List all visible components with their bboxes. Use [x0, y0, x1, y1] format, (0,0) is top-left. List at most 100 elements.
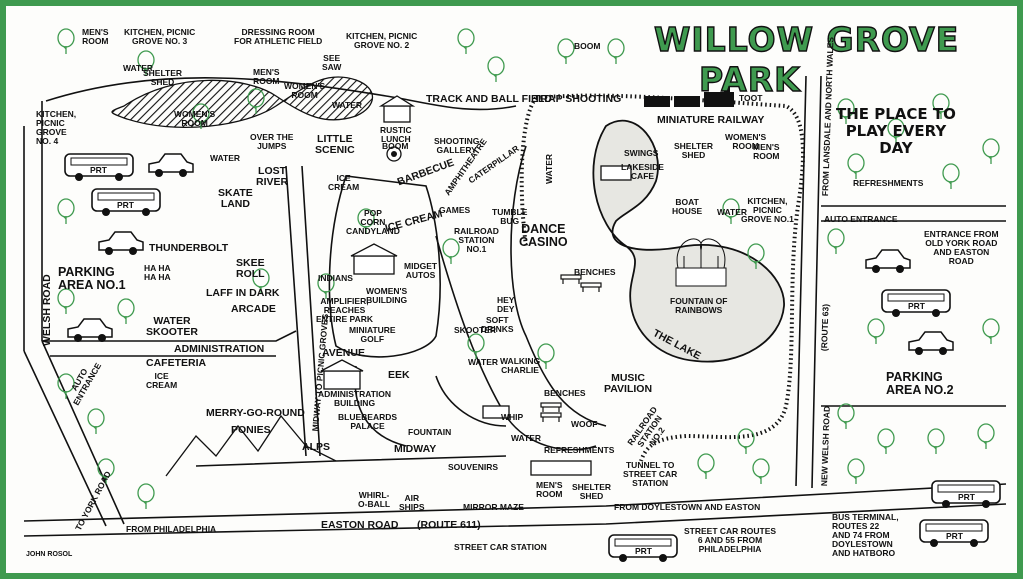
see-saw: SEE SAW	[322, 53, 342, 72]
boom-1: BOOM	[574, 41, 601, 51]
bus-label: PRT	[946, 531, 963, 541]
map-title-line2: PARK	[698, 59, 801, 99]
whirl-o-ball: WHIRL- O-BALL	[358, 490, 391, 509]
mens-room-top-left: MEN'S ROOM	[82, 27, 109, 46]
merry-go-round: MERRY-GO-ROUND	[206, 407, 305, 419]
mens-room-4: MEN'S ROOM	[536, 480, 563, 499]
water-3: WATER	[210, 153, 241, 163]
tagline: THE PLACE TO PLAY EVERY DAY	[836, 105, 956, 157]
amplifier: AMPLIFIER, REACHES ENTIRE PARK	[316, 296, 373, 324]
bus-label: PRT	[117, 200, 134, 210]
from-philadelphia-label: FROM PHILADELPHIA	[126, 524, 217, 534]
miniature-railway: MINIATURE RAILWAY	[657, 114, 765, 126]
welsh-road-label: WELSH ROAD	[41, 274, 53, 346]
skooter: SKOOTER	[454, 325, 497, 335]
whip: WHIP	[501, 412, 524, 422]
womens-room-2: WOMEN'S ROOM	[174, 109, 216, 128]
lost-river: LOST RIVER	[256, 165, 289, 188]
indians: INDIANS	[318, 273, 353, 283]
tunnel-label: TUNNEL TO STREET CAR STATION	[623, 460, 678, 488]
music-pavilion: MUSIC PAVILION	[604, 372, 653, 395]
entrance-old-york-label: ENTRANCE FROM OLD YORK ROAD AND EASTON R…	[924, 229, 999, 266]
water-6: WATER	[511, 433, 542, 443]
administration-avenue-label: ADMINISTRATION	[174, 343, 265, 355]
alps: ALPS	[302, 441, 331, 453]
benches-2: BENCHES	[544, 388, 586, 398]
parking-area-1: PARKING AREA NO.1	[58, 265, 126, 292]
mirror-maze: MIRROR MAZE	[463, 502, 524, 512]
kitchen-grove-2: KITCHEN, PICNIC GROVE NO. 2	[346, 31, 418, 50]
shooting-gallery: SHOOTING GALLERY	[434, 136, 480, 155]
midget-autos: MIDGET AUTOS	[404, 261, 438, 280]
ha-ha: HA HA HA HA	[144, 263, 171, 282]
thunderbolt: THUNDERBOLT	[149, 242, 229, 254]
avenue-label: AVENUE	[322, 347, 365, 359]
water-1: WATER	[123, 63, 154, 73]
games: GAMES	[439, 205, 471, 215]
administration-building: ADMINISTRATION BUILDING	[318, 389, 392, 408]
womens-room-1: WOMEN'S ROOM	[284, 81, 326, 100]
laff-in-dark: LAFF IN DARK	[206, 287, 280, 299]
miniature-golf: MINIATURE GOLF	[349, 325, 396, 344]
toot: TOOT	[739, 93, 763, 103]
soft-drinks: SOFT DRINKS	[481, 315, 514, 334]
artist-credit: JOHN ROSOL	[26, 551, 73, 558]
dance-casino: DANCE CASINO	[519, 222, 568, 249]
arcade: ARCADE	[231, 303, 276, 315]
bus-label: PRT	[908, 301, 925, 311]
refreshments-right: REFRESHMENTS	[853, 178, 924, 188]
pop-corn-candyland: POP CORN CANDYLAND	[346, 208, 400, 236]
railroad-station-1: RAILROAD STATION NO.1	[454, 226, 499, 254]
fountain-small: FOUNTAIN	[408, 427, 452, 437]
shelter-shed-1: SHELTER SHED	[143, 68, 183, 87]
shelter-shed-3: SHELTER SHED	[572, 482, 612, 501]
souvenirs: SOUVENIRS	[448, 462, 499, 472]
bus-terminal-label: BUS TERMINAL, ROUTES 22 AND 74 FROM DOYL…	[832, 512, 899, 558]
bus-label: PRT	[90, 165, 107, 175]
auto-entrance-right: AUTO ENTRANCE	[824, 214, 898, 224]
swings: SWINGS	[624, 148, 659, 158]
eek: EEK	[388, 369, 410, 381]
skate-land: SKATE LAND	[218, 187, 253, 210]
woof: WOOF	[571, 419, 598, 429]
kitchen-grove-1: KITCHEN, PICNIC GROVE NO.1	[741, 196, 794, 224]
boom-2: BOOM	[382, 141, 409, 151]
walking-charlie: WALKING CHARLIE	[500, 356, 541, 375]
mens-room-3: MEN'S ROOM	[753, 142, 780, 161]
boat-house: BOAT HOUSE	[672, 197, 703, 216]
water-4: WATER	[544, 153, 554, 184]
trap-shooting: TRAP SHOOTING	[534, 93, 622, 105]
track-ball-field: TRACK AND BALL FIELD	[426, 93, 552, 105]
water-5: WATER	[717, 207, 748, 217]
parking-area-2: PARKING AREA NO.2	[886, 370, 954, 397]
bluebeards-palace: BLUEBEARDS PALACE	[338, 412, 398, 431]
kitchen-grove-4: KITCHEN, PICNIC GROVE NO. 4	[36, 109, 77, 146]
womens-room-3: WOMEN'S ROOM	[725, 132, 767, 151]
water-walking: WATER	[468, 357, 499, 367]
womens-building: WOMEN'S BUILDING	[366, 286, 408, 305]
rustic-lunch: RUSTIC LUNCH	[380, 125, 412, 144]
map-base-drawing	[23, 28, 1007, 563]
map-title-line1: WILLOW GROVE	[653, 19, 960, 59]
train-drawing	[644, 84, 734, 107]
benches-1: BENCHES	[574, 267, 616, 277]
hey-dey: HEY DEY	[497, 295, 515, 314]
air-ships: AIR SHIPS	[399, 493, 425, 512]
lakeside-cafe: LAKESIDE CAFE	[621, 162, 664, 181]
route-611-label: (ROUTE 611)	[417, 519, 481, 531]
street-car-routes-label: STREET CAR ROUTES 6 AND 55 FROM PHILADEL…	[684, 526, 777, 554]
ice-cream-1: ICE CREAM	[328, 173, 360, 192]
easton-road-label: EASTON ROAD	[321, 519, 399, 531]
ponies: PONIES	[231, 424, 271, 436]
water-skooter: WATER SKOOTER	[146, 315, 198, 338]
bus-label: PRT	[635, 546, 652, 556]
water-2: WATER	[332, 100, 363, 110]
kitchen-grove-3: KITCHEN, PICNIC GROVE NO. 3	[124, 27, 196, 46]
refreshments-center: REFRESHMENTS	[544, 445, 615, 455]
ice-cream-3: ICE CREAM	[146, 371, 178, 390]
tumble-bug: TUMBLE BUG	[492, 207, 528, 226]
dressing-room: DRESSING ROOM FOR ATHLETIC FIELD	[234, 27, 323, 46]
skee-roll: SKEE ROLL	[236, 257, 265, 280]
fountain-drawing	[675, 238, 727, 287]
